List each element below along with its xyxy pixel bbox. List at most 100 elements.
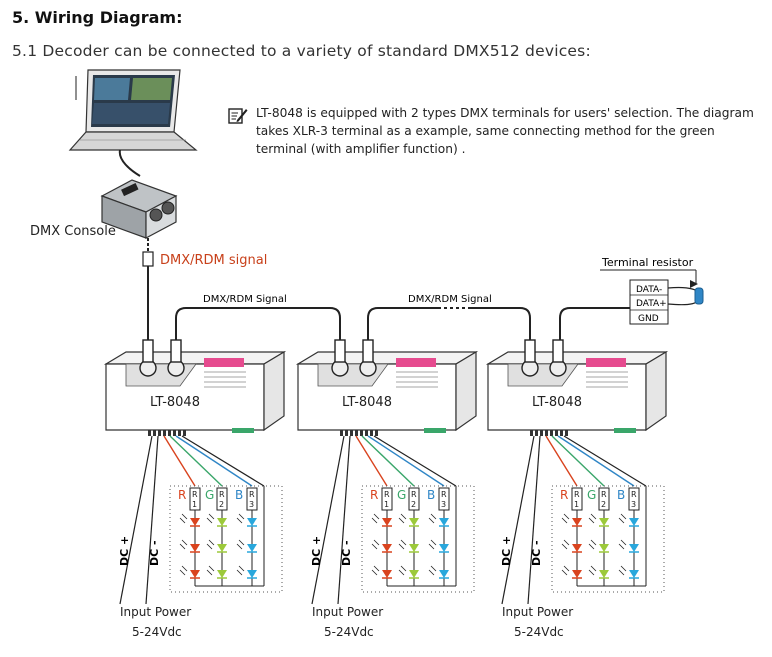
channel-wire xyxy=(163,435,196,487)
voltage-label: 5-24Vdc xyxy=(514,625,564,639)
input-power-label: Input Power xyxy=(502,605,573,619)
led-ray xyxy=(590,539,597,546)
led-ray xyxy=(590,565,597,572)
led-ray xyxy=(563,539,570,546)
led-ray xyxy=(430,565,437,572)
pin-data-plus: DATA+ xyxy=(636,299,667,309)
common-wire xyxy=(563,435,647,487)
channel-wire xyxy=(545,435,578,487)
resistor-label-num: 2 xyxy=(411,500,416,509)
channel-letter: G xyxy=(587,488,596,502)
channel-letter: R xyxy=(370,488,378,502)
decoder-top xyxy=(295,351,479,365)
led-ray xyxy=(563,513,570,520)
led-icon xyxy=(599,544,609,552)
resistor-label-num: 3 xyxy=(441,500,446,509)
led-icon xyxy=(439,518,449,526)
output-pin xyxy=(355,430,358,436)
dc-plus-label: DC + xyxy=(118,536,131,566)
led-icon xyxy=(629,570,639,578)
led-ray xyxy=(588,569,595,576)
channel-letter: B xyxy=(235,488,243,502)
led-icon xyxy=(572,518,582,526)
channel-letter: B xyxy=(427,488,435,502)
led-icon xyxy=(599,518,609,526)
led-icon xyxy=(409,570,419,578)
notepad-pencil-icon xyxy=(228,106,248,158)
dmx-console-icon xyxy=(100,179,178,239)
led-ray xyxy=(236,543,243,550)
led-icon xyxy=(382,570,392,578)
resistor-label-num: 2 xyxy=(601,500,606,509)
led-ray xyxy=(373,513,380,520)
resistor-label-num: 1 xyxy=(384,500,389,509)
output-pin xyxy=(178,430,181,436)
console-label: DMX Console xyxy=(30,224,116,239)
led-ray xyxy=(179,517,186,524)
link-signal-label-1: DMX/RDM Signal xyxy=(203,294,287,305)
led-ray xyxy=(618,517,625,524)
channel-letter: R xyxy=(560,488,568,502)
channel-wire xyxy=(551,435,605,487)
resistor-label: R xyxy=(384,490,390,499)
resistor-label: R xyxy=(219,490,225,499)
output-pin xyxy=(545,430,548,436)
led-ray xyxy=(398,543,405,550)
decoder-top xyxy=(485,351,669,365)
output-pin xyxy=(535,430,538,436)
green-terminal xyxy=(424,428,446,433)
dc-plus-wire xyxy=(501,435,535,605)
dc-minus-wire xyxy=(337,435,351,605)
led-strip-frame xyxy=(169,485,283,593)
led-ray xyxy=(181,513,188,520)
resistor-label-num: 3 xyxy=(631,500,636,509)
dip-switch-label xyxy=(396,358,436,367)
output-pin xyxy=(530,430,533,436)
dc-minus-wire xyxy=(145,435,159,605)
resistor-label: R xyxy=(441,490,447,499)
led-ray xyxy=(206,517,213,524)
led-ray xyxy=(371,569,378,576)
note-text: LT-8048 is equipped with 2 types DMX ter… xyxy=(256,106,754,156)
channel-letter: G xyxy=(397,488,406,502)
led-ray xyxy=(618,543,625,550)
led-icon xyxy=(382,544,392,552)
led-ray xyxy=(238,539,245,546)
led-icon xyxy=(190,570,200,578)
led-ray xyxy=(398,517,405,524)
led-icon xyxy=(247,518,257,526)
led-ray xyxy=(430,513,437,520)
channel-wire xyxy=(355,435,388,487)
decoder-side xyxy=(263,350,285,432)
output-pin xyxy=(360,430,363,436)
led-ray xyxy=(206,543,213,550)
led-icon xyxy=(217,570,227,578)
led-ray xyxy=(428,569,435,576)
led-icon xyxy=(629,544,639,552)
section-heading: 5. Wiring Diagram: xyxy=(12,8,183,27)
led-icon xyxy=(382,518,392,526)
led-ray xyxy=(561,543,568,550)
link-signal-label-2: DMX/RDM Signal xyxy=(408,294,492,305)
resistor-label-num: 2 xyxy=(219,500,224,509)
led-ray xyxy=(430,539,437,546)
channel-letter: G xyxy=(205,488,214,502)
led-ray xyxy=(373,539,380,546)
led-icon xyxy=(572,544,582,552)
output-pin xyxy=(560,430,563,436)
channel-wire xyxy=(175,435,253,487)
channel-wire xyxy=(361,435,415,487)
led-ray xyxy=(208,565,215,572)
terminal-resistor: Terminal resistor DATA- DATA+ GND xyxy=(600,256,704,325)
led-strip-frame xyxy=(361,485,475,593)
output-pin xyxy=(375,430,378,436)
led-icon xyxy=(629,518,639,526)
decoder-top xyxy=(103,351,287,365)
decoder-model-label: LT-8048 xyxy=(532,395,582,410)
led-ray xyxy=(428,543,435,550)
led-ray xyxy=(588,543,595,550)
output-pin xyxy=(340,430,343,436)
output-pin xyxy=(565,430,568,436)
